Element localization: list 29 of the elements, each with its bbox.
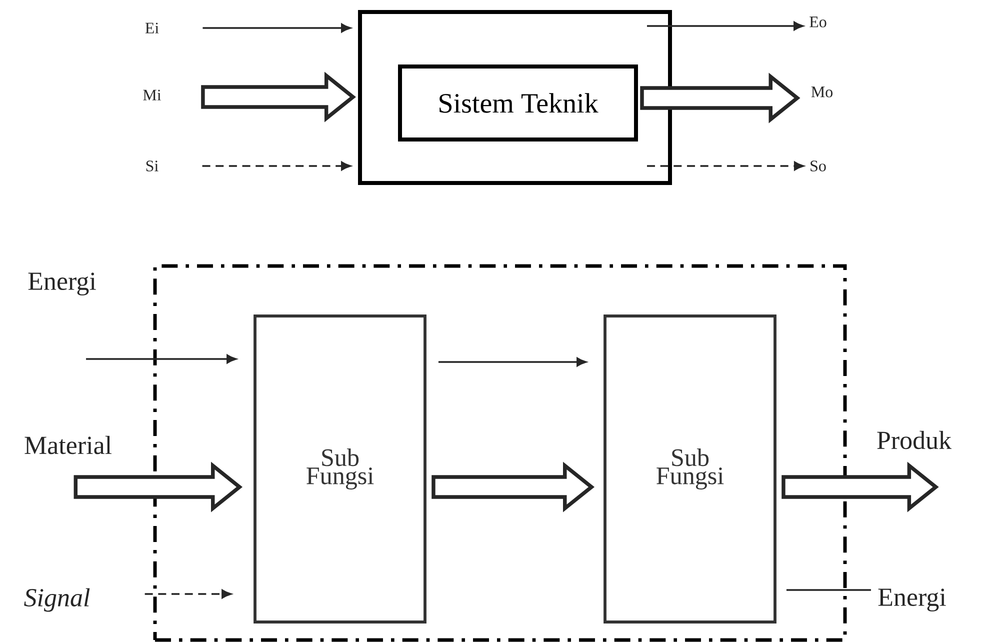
flow-label: Energi bbox=[878, 588, 946, 612]
flow-label: Si bbox=[146, 160, 158, 172]
block-arrow bbox=[201, 72, 356, 122]
flow-label: Mi bbox=[143, 90, 162, 100]
flow-label: Produk bbox=[877, 430, 952, 450]
flow-label: Material bbox=[24, 436, 112, 454]
process-box: Sistem Teknik bbox=[398, 64, 638, 142]
flow-label: So bbox=[810, 160, 826, 172]
arrow bbox=[202, 23, 351, 33]
arrow bbox=[86, 354, 236, 364]
flow-label: Energi bbox=[28, 272, 96, 296]
line bbox=[786, 589, 871, 591]
flow-label: Mo bbox=[811, 86, 832, 98]
block-arrow bbox=[74, 462, 243, 512]
block-arrow bbox=[782, 462, 939, 512]
flow-label: Eo bbox=[810, 16, 826, 28]
block-arrow bbox=[432, 462, 595, 512]
arrow bbox=[647, 21, 804, 31]
process-box: Sub Fungsi bbox=[254, 314, 426, 624]
block-arrow bbox=[640, 72, 800, 124]
system-box bbox=[358, 10, 672, 185]
process-box: Sub Fungsi bbox=[604, 314, 776, 624]
boundary-box bbox=[153, 264, 847, 642]
arrow bbox=[647, 161, 804, 171]
flow-label: Ei bbox=[145, 22, 159, 34]
arrow bbox=[202, 161, 351, 171]
flow-label: Signal bbox=[24, 588, 90, 612]
arrow bbox=[438, 357, 586, 367]
arrow bbox=[144, 589, 232, 599]
